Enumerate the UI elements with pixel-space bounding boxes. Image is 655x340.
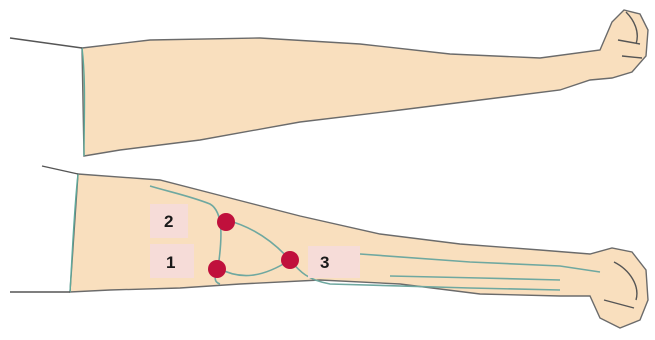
svg-text:2: 2 xyxy=(164,212,173,231)
injection-site-marker-2 xyxy=(217,213,235,231)
upper-arm xyxy=(10,10,648,156)
site-label-1: 1 xyxy=(150,244,194,278)
site-label-2: 2 xyxy=(150,204,188,238)
svg-text:1: 1 xyxy=(166,253,175,272)
injection-site-marker-1 xyxy=(208,260,226,278)
svg-text:3: 3 xyxy=(320,253,329,272)
site-label-3: 3 xyxy=(308,246,360,278)
injection-site-marker-3 xyxy=(281,251,299,269)
